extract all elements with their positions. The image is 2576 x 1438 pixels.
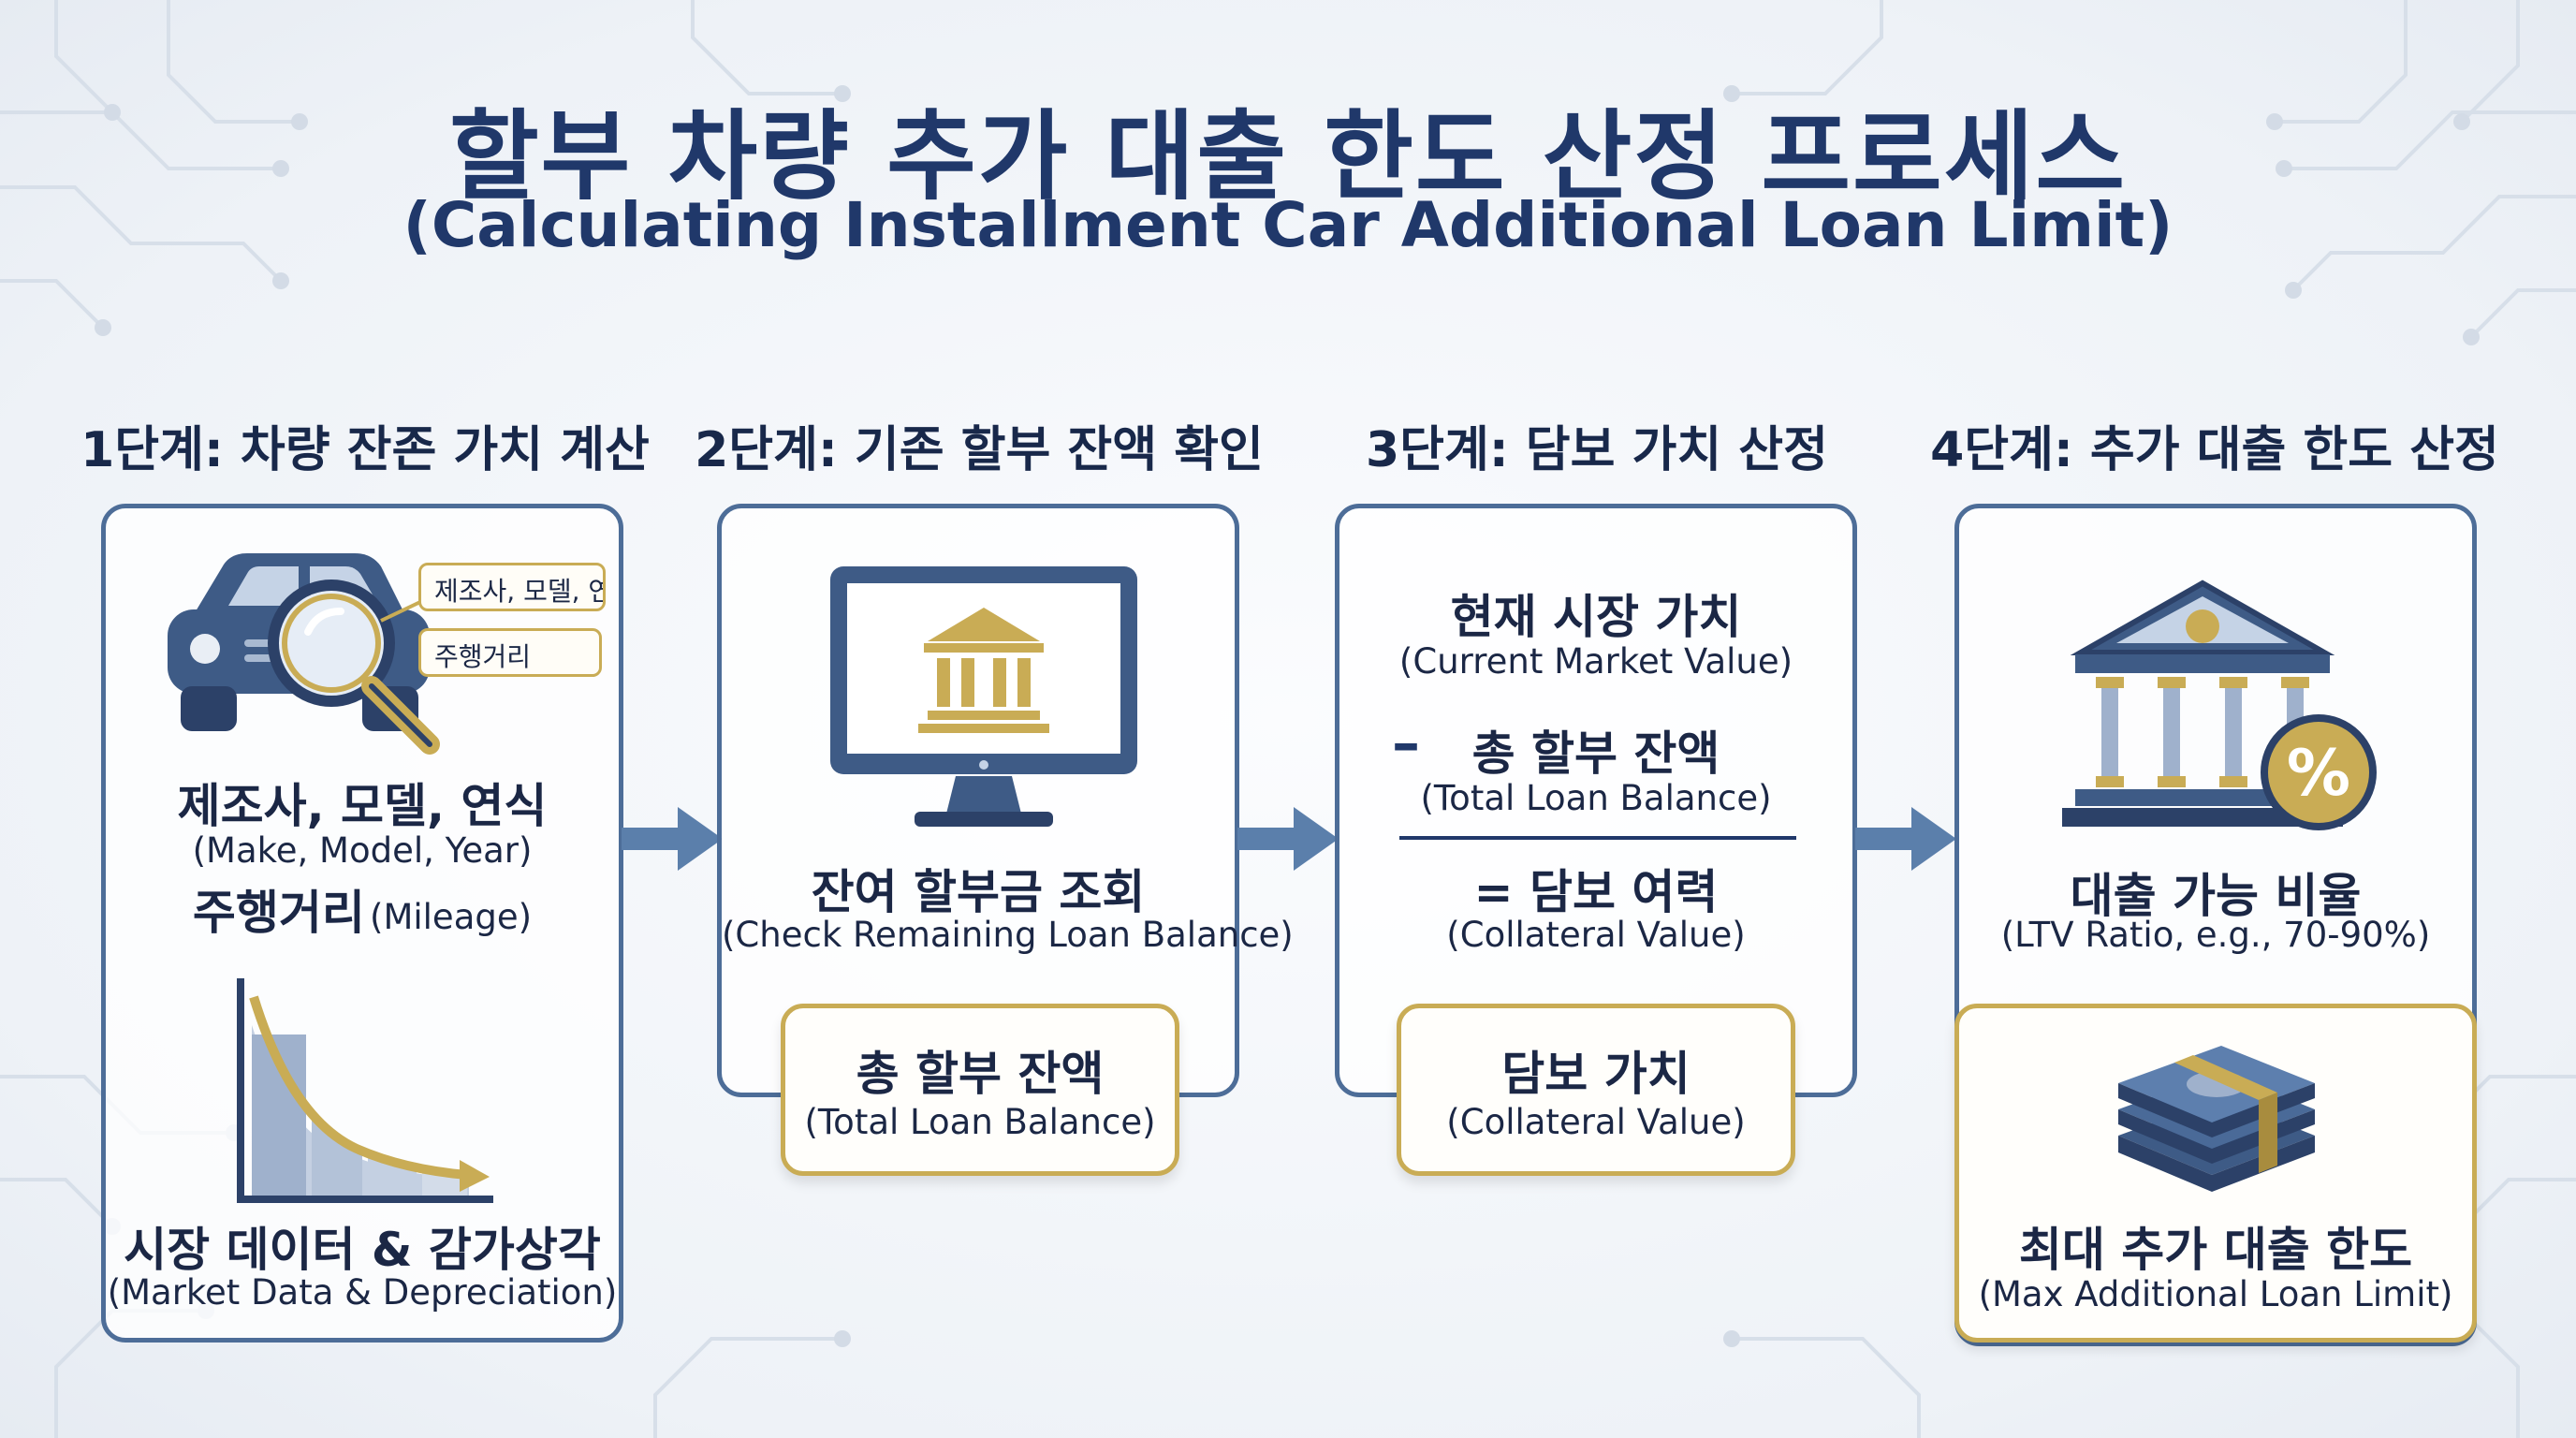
make-model-year-en: (Make, Model, Year) — [192, 830, 533, 871]
mileage-line: 주행거리 (Mileage) — [106, 875, 619, 943]
stage4-heading: 4단계: 추가 대출 한도 산정 — [1930, 422, 2499, 478]
collateral-value-result-box: 담보 가치 (Collateral Value) — [1397, 1004, 1795, 1176]
market-value-label: 현재 시장 가치 — [1450, 590, 1742, 644]
mileage-label: 주행거리 — [192, 886, 365, 940]
bank-building-icon: % — [2062, 580, 2377, 830]
tag-make-model-year: 제조사, 모델, 연식 — [418, 563, 606, 611]
tag-mileage: 주행거리 — [418, 628, 602, 677]
make-model-year-label: 제조사, 모델, 연식 — [177, 779, 548, 833]
flow-arrow-3 — [1855, 807, 1956, 871]
collateral-capacity-en: (Collateral Value) — [1446, 915, 1746, 955]
flow-arrow-2 — [1237, 807, 1339, 871]
total-balance-operand-en: (Total Loan Balance) — [1420, 778, 1772, 818]
subtraction-line — [1399, 836, 1796, 840]
page-subtitle: (Calculating Installment Car Additional … — [402, 189, 2174, 261]
check-balance-en: (Check Remaining Loan Balance) — [722, 915, 1294, 955]
ltv-ratio-en: (LTV Ratio, e.g., 70-90%) — [2000, 915, 2431, 955]
collateral-value-en: (Collateral Value) — [1446, 1102, 1746, 1142]
stage2-heading: 2단계: 기존 할부 잔액 확인 — [695, 422, 1264, 478]
total-balance-result-box: 총 할부 잔액 (Total Loan Balance) — [781, 1004, 1179, 1176]
max-loan-limit-label: 최대 추가 대출 한도 — [2018, 1223, 2413, 1277]
stage1-panel: 제조사, 모델, 연식 주행거리 제조사, 모델, 연식 (Make, Mode… — [101, 504, 623, 1343]
percent-symbol: % — [2287, 737, 2350, 811]
minus-sign: – — [1392, 711, 1420, 776]
mileage-en: (Mileage) — [370, 897, 533, 937]
depreciation-chart-icon — [237, 978, 493, 1203]
total-balance-en: (Total Loan Balance) — [804, 1102, 1156, 1142]
flow-arrow-1 — [622, 807, 723, 871]
total-balance-label: 총 할부 잔액 — [856, 1047, 1105, 1101]
stage3-panel: 현재 시장 가치 (Current Market Value) – 총 할부 잔… — [1335, 504, 1857, 1097]
ltv-ratio-label: 대출 가능 비율 — [2070, 869, 2362, 923]
percent-badge-icon: % — [2261, 714, 2377, 830]
collateral-capacity-label: = 담보 여력 — [1473, 865, 1719, 919]
car-inspection-graphic — [168, 553, 440, 755]
stage2-panel: 잔여 할부금 조회 (Check Remaining Loan Balance) — [717, 504, 1294, 1097]
collateral-value-label: 담보 가치 — [1501, 1047, 1690, 1101]
market-depreciation-label: 시장 데이터 & 감가상각 — [124, 1223, 601, 1277]
magnifier-icon — [268, 580, 440, 755]
market-value-en: (Current Market Value) — [1398, 641, 1793, 682]
max-loan-limit-en: (Max Additional Loan Limit) — [1978, 1274, 2453, 1314]
money-stack-icon — [2118, 1046, 2315, 1192]
market-depreciation-en: (Market Data & Depreciation) — [107, 1272, 618, 1313]
total-balance-operand-label: 총 할부 잔액 — [1471, 726, 1720, 781]
stage1-heading: 1단계: 차량 잔존 가치 계산 — [80, 422, 650, 478]
bank-icon — [918, 608, 1049, 733]
max-loan-limit-result-box: 최대 추가 대출 한도 (Max Additional Loan Limit) — [1954, 1004, 2477, 1343]
check-balance-label: 잔여 할부금 조회 — [811, 865, 1146, 919]
monitor-icon — [830, 566, 1137, 827]
stage3-heading: 3단계: 담보 가치 산정 — [1365, 422, 1828, 478]
page-title: 할부 차량 추가 대출 한도 산정 프로세스 — [448, 99, 2128, 213]
